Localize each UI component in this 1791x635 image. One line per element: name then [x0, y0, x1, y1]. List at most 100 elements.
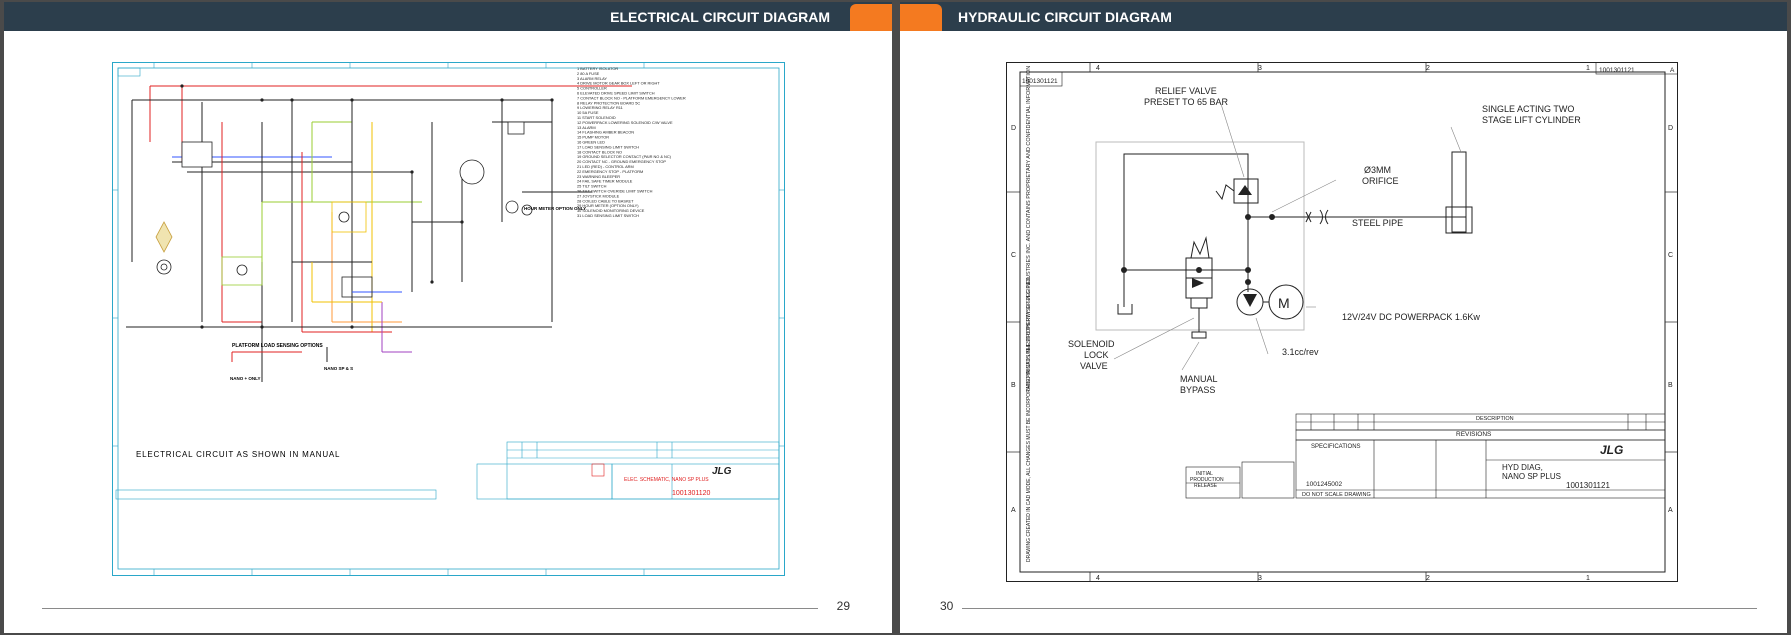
svg-text:D: D [1668, 125, 1673, 132]
drawing-number-top-right: 1001301121 [1599, 67, 1635, 74]
description-heading: DESCRIPTION [1476, 416, 1514, 422]
legend-item: 21 LED (RED) - CONTROL ARM [577, 164, 634, 169]
legend-item: 17 LOAD SENSING LIMIT SWITCH [577, 144, 639, 149]
legend-item: 1 BATTERY ISOLATOR [577, 66, 618, 71]
legend-item: 20 CONTACT NC - GROUND EMERGENCY STOP [577, 159, 666, 164]
svg-text:D: D [1011, 125, 1016, 132]
legend-item: 9 LOWERING RELAY R11 [577, 105, 623, 110]
footer-rule [962, 608, 1757, 609]
svg-text:B: B [1668, 382, 1673, 389]
initial-release-1: INITIAL [1196, 471, 1213, 477]
svg-text:3: 3 [1258, 575, 1262, 582]
legend-item: 8 RELAY PROTECTION BOARD 5C [577, 100, 640, 105]
orifice-label-1: Ø3MM [1364, 165, 1391, 175]
legend-item: 22 EMERGENCY STOP - PLATFORM [577, 169, 643, 174]
proprietary-note: THIS PRINT IS THE PROPERTY OF JLG INDUST… [1026, 66, 1032, 392]
drawing-number-top-left: 1001301121 [1022, 78, 1058, 85]
svg-text:A: A [1668, 507, 1673, 514]
legend-item: 11 START SOLENOID [577, 115, 616, 120]
legend-item: 18 CONTACT BLOCK NO [577, 149, 622, 154]
header-tab [850, 4, 892, 31]
initial-release-3: RELEASE [1194, 483, 1218, 489]
svg-text:4: 4 [1096, 575, 1100, 582]
manual-bypass-label-2: BYPASS [1180, 385, 1215, 395]
next-assembly-number: 1001245002 [1306, 481, 1343, 488]
legend-item: 31 LOAD SENSING LIMIT SWITCH [577, 213, 639, 218]
hydraulic-drawing-number: 1001301121 [1566, 481, 1610, 490]
legend-item: 2 80 A FUSE [577, 71, 600, 76]
specifications-heading: SPECIFICATIONS [1311, 444, 1361, 450]
legend-item: 29 HOUR METER (OPTION ONLY) [577, 203, 639, 208]
legend-item: 10 5A FUSE [577, 110, 599, 115]
svg-text:2: 2 [1426, 575, 1430, 582]
svg-text:B: B [1011, 382, 1016, 389]
legend-item: 7 CONTACT BLOCK NO - PLATFORM EMERGENCY … [577, 95, 686, 100]
svg-text:3: 3 [1258, 65, 1262, 72]
solenoid-label-3: VALVE [1080, 361, 1108, 371]
do-not-scale-note: DO NOT SCALE DRAWING [1302, 492, 1371, 498]
jlg-logo: JLG [1600, 443, 1623, 457]
powerpack-label: 12V/24V DC POWERPACK 1.6Kw [1342, 312, 1480, 322]
header-title: HYDRAULIC CIRCUIT DIAGRAM [958, 9, 1172, 25]
displacement-label: 3.1cc/rev [1282, 347, 1319, 357]
legend-item: 24 FAIL SAFE TIMER MODULE [577, 179, 633, 184]
header-title: ELECTRICAL CIRCUIT DIAGRAM [610, 9, 830, 25]
electrical-title: ELEC. SCHEMATIC, NANO SP PLUS [624, 477, 709, 483]
relief-valve-label: RELIEF VALVE [1155, 86, 1217, 96]
jlg-logo: JLG [712, 466, 732, 477]
manual-bypass-label-1: MANUAL [1180, 374, 1218, 384]
hydraulic-title-1: HYD DIAG, [1502, 463, 1543, 472]
revisions-heading: REVISIONS [1456, 431, 1492, 438]
page-header: HYDRAULIC CIRCUIT DIAGRAM [900, 2, 1787, 31]
page-header: ELECTRICAL CIRCUIT DIAGRAM [4, 2, 892, 31]
page-29: ELECTRICAL CIRCUIT DIAGRAM [4, 2, 892, 633]
svg-text:A: A [1011, 507, 1016, 514]
legend-item: 30 SOLENOID MONITORING DEVICE [577, 208, 645, 213]
svg-text:C: C [1011, 252, 1016, 259]
legend-item: 23 WARNING BLEEPER [577, 174, 620, 179]
legend-item: 14 FLASHING AMBER BEACON [577, 130, 634, 135]
hydraulic-schematic: 4 3 2 1 4 3 2 1 D C B A D C B A 1001301121 100130112… [1006, 62, 1678, 582]
nano-sp-label: NANO SP & S [324, 366, 353, 371]
page-number: 29 [836, 599, 850, 613]
legend-item: 26 TILT SWITCH OVERIDE LIMIT SWITCH [577, 189, 653, 194]
steel-pipe-label: STEEL PIPE [1352, 218, 1403, 228]
legend-item: 6 ELEVATED DRIVE SPEED LIMIT SWITCH [577, 91, 655, 96]
hour-meter-label: HOUR METER OPTION ONLY [524, 206, 586, 211]
nano-only-label: NANO + ONLY [230, 376, 260, 381]
relief-preset-label: PRESET TO 65 BAR [1144, 97, 1229, 107]
platform-options-label: PLATFORM LOAD SENSING OPTIONS [232, 343, 323, 349]
legend-item: 4 DRIVE MOTOR GEAR BOX LEFT OR RIGHT [577, 81, 660, 86]
electrical-drawing-number: 1001301120 [672, 490, 711, 497]
cylinder-label-2: STAGE LIFT CYLINDER [1482, 115, 1581, 125]
solenoid-label-2: LOCK [1084, 350, 1109, 360]
svg-text:1: 1 [1586, 65, 1590, 72]
orifice-label-2: ORIFICE [1362, 176, 1399, 186]
legend-item: 3 ALARM RELAY [577, 76, 607, 81]
footer-rule [42, 608, 818, 609]
svg-text:C: C [1668, 252, 1673, 259]
legend-item: 15 PUMP MOTOR [577, 135, 609, 140]
hydraulic-title-2: NANO SP PLUS [1502, 472, 1561, 481]
initial-release-2: PRODUCTION [1190, 477, 1224, 483]
legend-item: 12 POWERPACK LOWERING SOLENOID C/W VALVE [577, 120, 673, 125]
header-tab [900, 4, 942, 31]
legend-item: 27 JOYSTICK MODULE [577, 193, 620, 198]
motor-symbol: M [1278, 295, 1290, 311]
legend-item: 19 GROUND SELECTOR CONTACT (PAIR NO & NC… [577, 154, 672, 159]
legend-item: 13 ALARM [577, 125, 596, 130]
cylinder-label-1: SINGLE ACTING TWO [1482, 104, 1574, 114]
svg-text:1: 1 [1586, 575, 1590, 582]
revision-letter: A [1670, 67, 1675, 74]
svg-text:4: 4 [1096, 65, 1100, 72]
legend-item: 28 COILED CABLE TO BASKET [577, 198, 634, 203]
legend-item: 5 CONTROLLER [577, 86, 607, 91]
page-30: HYDRAULIC CIRCUIT DIAGRAM 4 3 2 1 4 3 2 1 D C B A… [900, 2, 1787, 633]
solenoid-label-1: SOLENOID [1068, 339, 1115, 349]
svg-text:2: 2 [1426, 65, 1430, 72]
legend-item: 16 GREEN LED [577, 140, 605, 145]
cad-note: DRAWING CREATED IN CAD MODE, ALL CHANGES… [1026, 276, 1032, 562]
page-number: 30 [940, 599, 954, 613]
